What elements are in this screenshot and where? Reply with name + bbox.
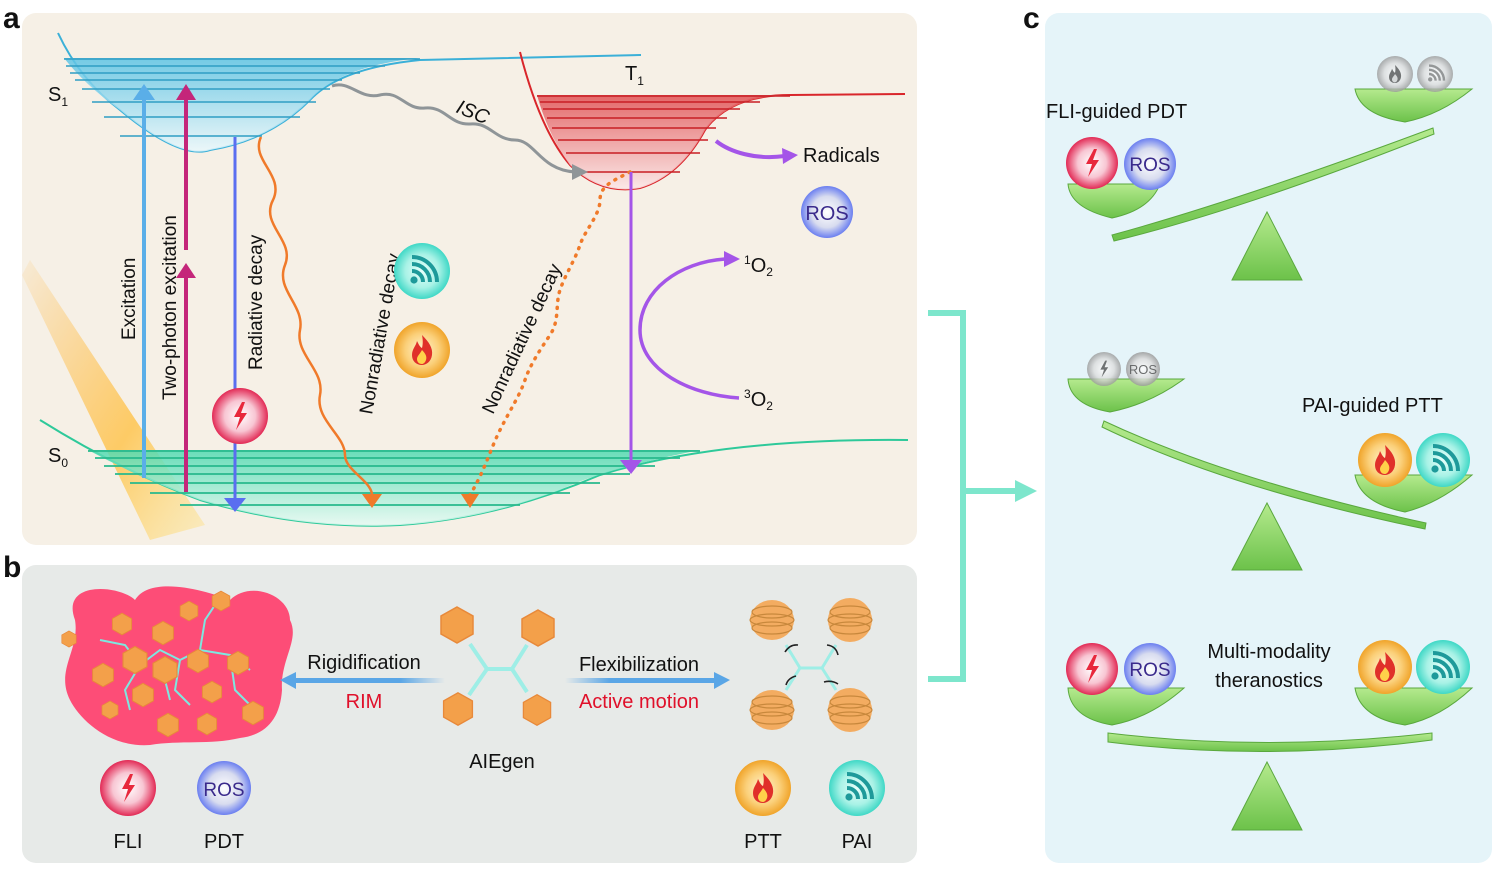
rigidification-arrow: [280, 672, 445, 689]
signal-ball: [1416, 433, 1470, 487]
pdt-ros-icon: ROS: [197, 761, 251, 815]
isc-label: ISC: [453, 96, 493, 129]
ros-ball: ROS: [1124, 643, 1176, 695]
panel-label-c: c: [1023, 2, 1040, 35]
two-photon-excitation-arrow: [176, 84, 196, 492]
active-motion-label: Active motion: [579, 691, 699, 713]
balance-scale-pai-guided-ptt: ROS: [1067, 352, 1474, 571]
flexibilization-label: Flexibilization: [579, 654, 699, 676]
singlet-oxygen-label: 1O2: [744, 253, 773, 279]
s0-potential-well: [39, 419, 909, 527]
t1-label: T1: [625, 63, 644, 88]
ptt-label: PTT: [744, 831, 782, 853]
pai-guided-ptt-title: PAI-guided PTT: [1302, 395, 1443, 417]
nonradiative-decay-t1-arrow: [461, 170, 632, 508]
svg-text:ROS: ROS: [805, 203, 848, 225]
svg-text:ROS: ROS: [203, 780, 244, 801]
balance-scale-fli-guided-pdt: ROS: [1066, 56, 1474, 281]
flame-icon: [394, 322, 450, 378]
pai-label: PAI: [842, 831, 873, 853]
nonradiative-decay-t1-label: Nonradiative decay: [478, 260, 566, 417]
radiative-decay-label: Radiative decay: [246, 234, 267, 370]
t1-potential-well: [519, 51, 906, 191]
grey-lightning-ball: [1087, 352, 1121, 386]
signal-ball: [1416, 640, 1470, 694]
phosphorescence-arrow: [620, 172, 642, 474]
aiegen-molecule: [440, 606, 555, 727]
rotating-aiegen-molecule: [749, 598, 873, 732]
panel-label-b: b: [3, 551, 22, 584]
excitation-label: Excitation: [119, 258, 140, 340]
radicals-label: Radicals: [803, 145, 880, 167]
grey-flame-ball: [1377, 56, 1413, 92]
ros-sphere: ROS: [801, 186, 853, 238]
bracket-connector-arrow: [928, 310, 1037, 682]
panel-label-a: a: [3, 2, 20, 35]
excitation-arrow: [133, 84, 155, 478]
oxygen-conversion-arrow: [638, 251, 740, 400]
svg-text:ROS: ROS: [1129, 660, 1170, 681]
s0-label: S0: [48, 445, 68, 470]
flame-ball: [1358, 433, 1412, 487]
rigidification-label: Rigidification: [307, 652, 420, 674]
s1-label: S1: [48, 84, 68, 109]
multi-modality-title-line1: Multi-modality: [1207, 641, 1330, 663]
fli-lightning-icon: [100, 760, 156, 816]
aggregated-aigen-cluster: [61, 586, 293, 746]
grey-ros-ball: ROS: [1126, 352, 1160, 386]
svg-text:ROS: ROS: [1129, 362, 1158, 377]
grey-signal-ball: [1417, 56, 1453, 92]
ptt-flame-icon: [735, 760, 791, 816]
balance-scale-multi-modality: ROS: [1066, 640, 1474, 831]
signal-icon: [394, 243, 450, 299]
triplet-oxygen-label: 3O2: [744, 387, 773, 413]
aiegen-label: AIEgen: [469, 751, 535, 773]
isc-arrow: [331, 83, 588, 180]
fli-guided-pdt-title: FLI-guided PDT: [1046, 101, 1187, 123]
svg-text:ROS: ROS: [1129, 155, 1170, 176]
lightning-ball: [1066, 643, 1118, 695]
two-photon-excitation-label: Two-photon excitation: [160, 215, 181, 400]
pai-signal-icon: [829, 760, 885, 816]
flame-ball: [1358, 640, 1412, 694]
multi-modality-title-line2: theranostics: [1215, 670, 1323, 692]
radicals-arrow: [714, 139, 798, 164]
nonradiative-decay-s1-arrow: [257, 136, 382, 508]
fli-label: FLI: [114, 831, 143, 853]
ros-ball: ROS: [1124, 138, 1176, 190]
lightning-icon: [212, 388, 268, 444]
flexibilization-arrow: [565, 672, 730, 689]
pdt-label: PDT: [204, 831, 244, 853]
lightning-ball: [1066, 137, 1118, 189]
rim-label: RIM: [346, 691, 383, 713]
